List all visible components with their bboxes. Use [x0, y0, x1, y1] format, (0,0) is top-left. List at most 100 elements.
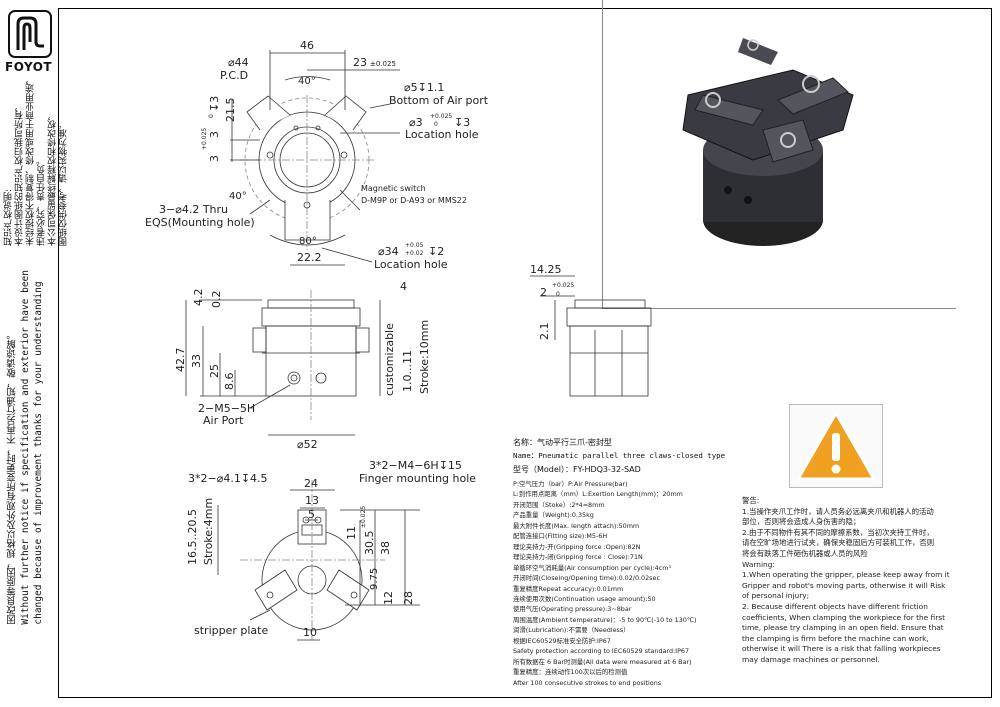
dim-12: 12: [382, 591, 395, 605]
spec-line: 重复精度：连续动作100次以后的检测值: [513, 668, 628, 677]
switch-models: D-M9P or D-A93 or MMS22: [361, 196, 467, 205]
dim-11-tol: ±0.025: [360, 506, 367, 528]
warning-line: 请在空旷场地进行试夹，确保夹稳固后方可装机工作，否则: [742, 538, 935, 548]
foyot-logo: [8, 10, 52, 58]
angle-40a: 40°: [298, 76, 316, 87]
dim-d52: ⌀52: [297, 438, 318, 451]
finger-holes: 3*2−M4−6H↧15: [369, 459, 462, 472]
spec-line: 单循环空气消耗量(Air consumption per cycle):4cm³: [513, 563, 672, 572]
dim-2-1: 2.1: [538, 323, 551, 341]
spec-line: 所有数据在 6 Bar时测量(All data were measured at…: [513, 657, 692, 666]
warning-block: 警告: 1.当操作夹爪工作时，请人员务必远离夹爪和机器人的活动 部位，否则将会造…: [742, 496, 952, 666]
spec-line: L:到作用点距离（mm）L:Exertion Length(mm)：20mm: [513, 490, 683, 499]
dim-11: 11: [345, 526, 358, 540]
d34-label: Location hole: [374, 258, 448, 271]
warning-line: Gripper and robot's moving parts, otherw…: [742, 580, 946, 590]
side-tol-b: 0: [556, 291, 560, 298]
warning-line: 1.当操作夹爪工作时，请人员务必远离夹爪和机器人的活动: [742, 506, 934, 516]
warning-line: of personal injury;: [742, 591, 810, 601]
drawing-frame: [58, 8, 992, 698]
d3-tol-b: 0: [208, 114, 215, 118]
spec-line: 根据IEC60529标准安全防护:IP67: [513, 636, 611, 645]
warning-line: 将会有跌落工件砸伤机器或人员的风险: [742, 548, 868, 558]
dim-4-2: 4.2: [192, 289, 205, 307]
air-port-label: Air Port: [203, 414, 244, 427]
product-model: 型号（Model）：FY-HDQ3-32-SAD: [513, 465, 641, 474]
dim-9-75: 9.75: [369, 568, 380, 590]
dim-46: 46: [300, 39, 314, 52]
dim-28: 28: [402, 591, 415, 605]
spec-line: 周围温度(Ambient temperature)：-5 to 90℃(-10 …: [513, 615, 697, 624]
spec-line: 润滑(Lubrication):不需要（Needless）: [513, 626, 630, 635]
dim-d44: ⌀44: [228, 56, 249, 69]
warning-sign: [789, 404, 883, 488]
dim-22-2: 22.2: [297, 251, 322, 264]
brand-name: FOYOT: [5, 60, 53, 74]
dim-16-5: 16.5..20.5: [186, 509, 199, 565]
left-strip: FOYOT 知识产权说明: 本设计图纸的知识产权归我司所有， 未经授权不得复制、…: [0, 0, 69, 707]
dim-5: 5: [308, 508, 315, 521]
finger-holes-label: Finger mounting hole: [359, 472, 476, 485]
spec-line: 开闭范围（Stoke）:2*4=8mm: [513, 500, 605, 509]
dim-38: 38: [379, 541, 392, 555]
stroke-10: Stroke:10mm: [418, 320, 431, 394]
product-name-cn: 名称：气动平行三爪-密封型: [513, 438, 612, 447]
loc-tol-a: +0.025: [430, 113, 452, 120]
dim-3: 3: [208, 131, 221, 138]
dim-21-5: 21.5: [224, 98, 237, 123]
customizable-note: customizable: [383, 323, 396, 396]
dim-24: 24: [304, 477, 318, 490]
angle-40b: 40°: [229, 191, 247, 202]
warning-line: 部位，否则将会造成人身伤害的隐；: [742, 517, 861, 527]
product-render: [602, 0, 956, 309]
stripper-plate-label: stripper plate: [194, 624, 268, 637]
warning-line: 1.When operating the gripper, please kee…: [742, 570, 950, 580]
tol-025: ±0.025: [370, 60, 396, 68]
warning-line: time, please try clamping in an open fie…: [742, 623, 944, 633]
mount-hole-label: EQS(Mounting hole): [145, 216, 255, 229]
dim-13: 13: [305, 494, 319, 507]
spec-line: 配管连接口(Fitting size):M5-6H: [513, 532, 608, 541]
d34-tol-b: +0.02: [405, 250, 424, 257]
dim-4: 4: [400, 280, 407, 293]
loc-depth: ↧3: [454, 116, 470, 129]
spec-line: 开闭时间(Closeing/Opening time):0.02/0.02sec: [513, 574, 660, 583]
dim-0-2: 0.2: [210, 291, 223, 309]
spec-line: P:空气压力（bar）P:Air Pressure(bar): [513, 480, 628, 488]
warning-line: Warning:: [742, 559, 775, 569]
spec-line: 最大附件长度(Max. length attach):50mm: [513, 521, 640, 530]
spec-line: 理论夹持力-开(Gripping force :Open):82N: [513, 542, 641, 551]
pcd-label: P.C.D: [220, 69, 248, 82]
warning-line: the clamping is firm before the machine …: [742, 633, 929, 643]
mount-hole-dim: 3−⌀4.2 Thru: [159, 203, 228, 216]
dim-42-7: 42.7: [174, 348, 187, 373]
dim-10: 10: [303, 626, 317, 639]
d34-tol-a: +0.05: [405, 242, 424, 249]
d3-tol-a: +0.025: [201, 128, 208, 150]
dim-d34: ⌀34: [378, 245, 399, 258]
warning-line: coefficients, When clamping the workpiec…: [742, 612, 946, 622]
air-hole-label: Bottom of Air port: [389, 94, 489, 107]
spec-line: 使用气压(Operating pressure):3~8bar: [513, 605, 632, 614]
warning-line: 2. Because different objects have differ…: [742, 601, 928, 611]
d34-depth: ↧2: [428, 245, 444, 258]
spec-block: 名称：气动平行三爪-密封型 Name：Pneumatic parallel th…: [513, 437, 753, 688]
switch-title: Magnetic switch: [361, 184, 426, 193]
stroke-4: Stroke:4mm: [202, 498, 215, 565]
warning-line: 2.由于不同物件有其不同的摩擦系数，当初次夹持工件时，: [742, 527, 934, 537]
bottom-holes: 3*2−⌀4.1↧4.5: [188, 472, 268, 485]
spec-line: 理论夹持力-闭(Gripping force : Close):71N: [513, 553, 643, 562]
side-tol-a: +0.025: [552, 282, 574, 289]
dim-30-5: 30.5: [363, 531, 376, 556]
spec-line: After 100 consecutive strokes to end pos…: [513, 678, 662, 687]
spec-line: 连续使用次数(Continuation usage amount):50: [513, 594, 656, 603]
loc-hole-label: Location hole: [405, 128, 479, 141]
spec-line: Safety protection according to IEC60529 …: [513, 647, 690, 656]
dim-33: 33: [190, 354, 203, 368]
dim-2: 2: [540, 286, 547, 299]
dim-14-25: 14.25: [530, 263, 562, 276]
air-hole-dim: ⌀5↧1.1: [404, 81, 444, 94]
warning-line: may damage machines or personnel.: [742, 654, 880, 664]
loc-tol-b: 0: [434, 121, 438, 128]
